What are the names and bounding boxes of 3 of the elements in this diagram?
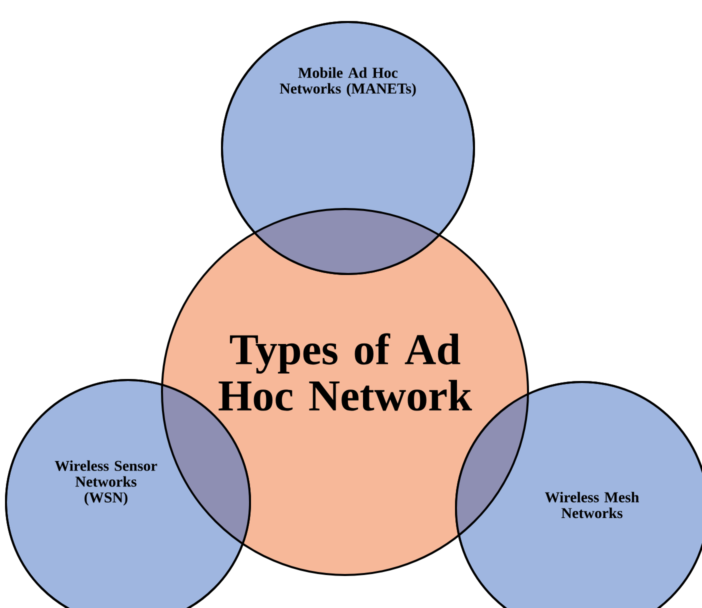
node-label: Wireless Sensor Networks (WSN) <box>54 460 158 506</box>
node-label: Wireless Mesh Networks <box>545 492 639 518</box>
node-label: Mobile Ad Hoc Networks (MANETs) <box>280 67 416 97</box>
